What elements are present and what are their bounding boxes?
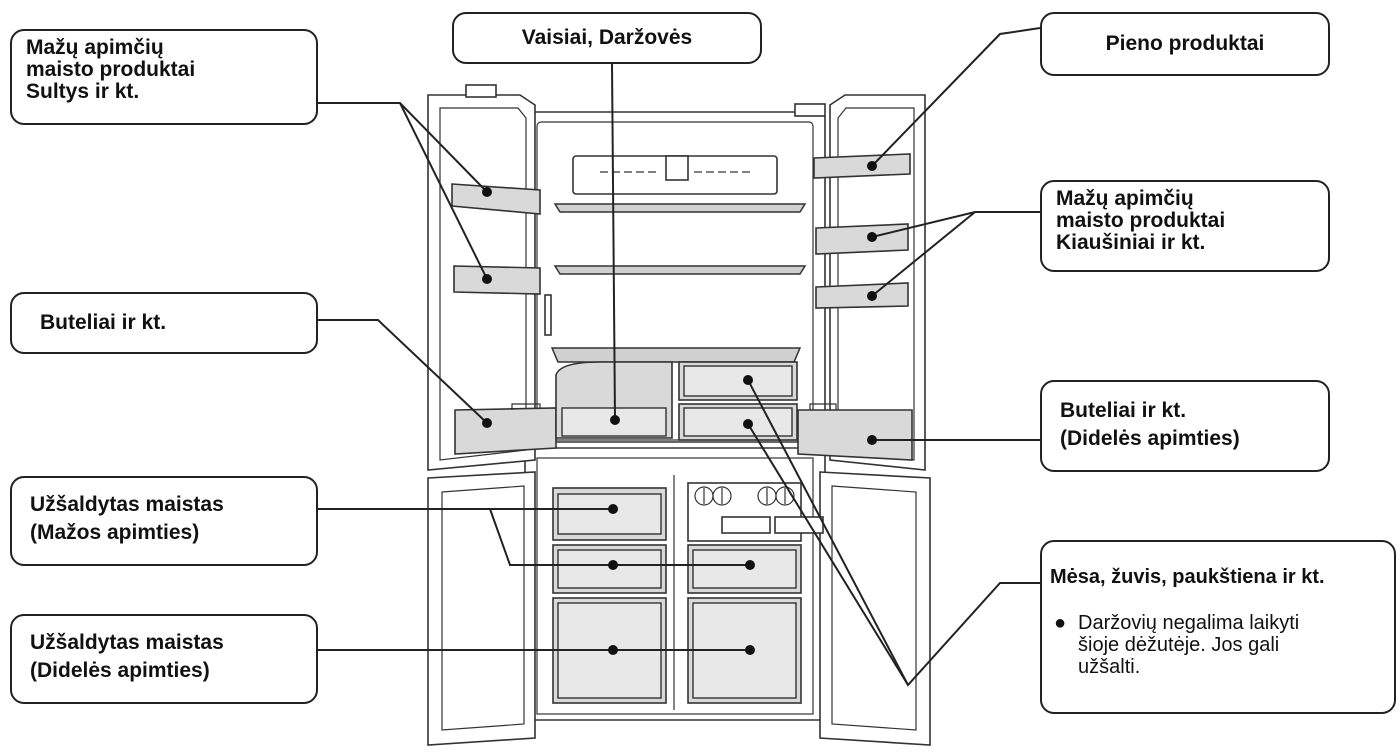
label-small-items-juice: Mažų apimčių maisto produktai Sultys ir … xyxy=(10,29,318,125)
label-line: maisto produktai xyxy=(1056,210,1314,232)
label-text: Vaisiai, Daržovės xyxy=(522,27,692,49)
label-fruit-vegetables: Vaisiai, Daržovės xyxy=(452,12,762,64)
label-bottles-large: Buteliai ir kt. (Didelės apimties) xyxy=(1040,380,1330,472)
label-line: Mažų apimčių xyxy=(1056,188,1314,210)
label-line: (Didelės apimties) xyxy=(1060,428,1314,450)
label-line: Buteliai ir kt. xyxy=(1060,400,1314,422)
note-line: šioje dėžutėje. Jos gali xyxy=(1078,634,1384,656)
right-freezer-door xyxy=(820,472,930,745)
label-line: (Didelės apimties) xyxy=(30,660,302,682)
control-panel xyxy=(573,156,777,194)
label-line: Mažų apimčių xyxy=(26,37,302,59)
label-line: maisto produktai xyxy=(26,59,302,81)
label-bottles: Buteliai ir kt. xyxy=(10,292,318,354)
left-freezer-door xyxy=(428,472,535,745)
bullet-icon: ● xyxy=(1054,612,1066,634)
label-line: Sultys ir kt. xyxy=(26,81,302,103)
label-frozen-small: Užšaldytas maistas (Mažos apimties) xyxy=(10,476,318,566)
label-line: Užšaldytas maistas xyxy=(30,494,302,516)
label-line: Užšaldytas maistas xyxy=(30,632,302,654)
label-text: Buteliai ir kt. xyxy=(40,312,166,334)
label-title: Mėsa, žuvis, paukštiena ir kt. xyxy=(1050,566,1384,588)
label-frozen-large: Užšaldytas maistas (Didelės apimties) xyxy=(10,614,318,704)
label-small-items-eggs: Mažų apimčių maisto produktai Kiaušiniai… xyxy=(1040,180,1330,272)
label-meat-fish: Mėsa, žuvis, paukštiena ir kt. ● Daržovi… xyxy=(1040,540,1396,714)
note-line: Daržovių negalima laikyti xyxy=(1078,612,1384,634)
label-dairy: Pieno produktai xyxy=(1040,12,1330,76)
label-text: Pieno produktai xyxy=(1106,33,1265,55)
label-line: Kiaušiniai ir kt. xyxy=(1056,232,1314,254)
note-line: užšalti. xyxy=(1078,656,1384,678)
label-line: (Mažos apimties) xyxy=(30,522,302,544)
label-note: ● Daržovių negalima laikyti šioje dėžutė… xyxy=(1050,612,1384,678)
